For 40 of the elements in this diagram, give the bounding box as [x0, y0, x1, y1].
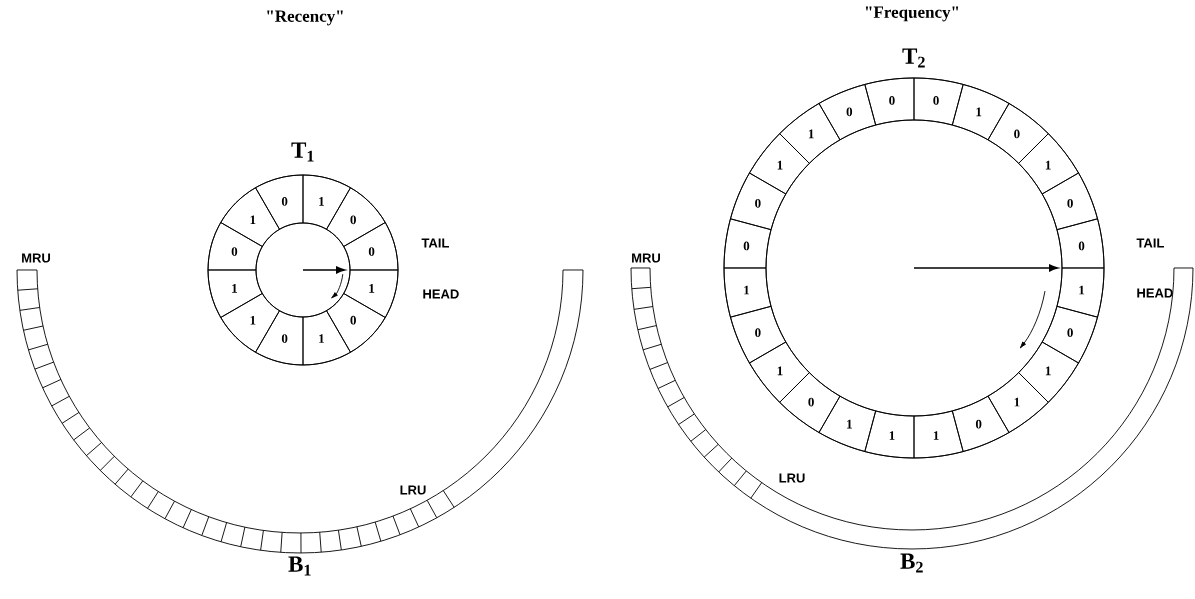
buffer-slot: 1 — [749, 133, 810, 195]
buffer-slot: 1 — [1018, 341, 1079, 403]
pointer-label: HEAD — [423, 289, 459, 299]
end-label: LRU — [779, 473, 805, 483]
pointer-label: TAIL — [421, 238, 449, 248]
buffer-slot: 1 — [220, 293, 280, 353]
pointer-label: HEAD — [1137, 288, 1173, 298]
buffer-slot: 1 — [220, 187, 280, 247]
buffer-slot: 1 — [818, 395, 877, 452]
buffer-slot: 0 — [864, 77, 915, 126]
buffer-slot: 1 — [302, 310, 351, 366]
buffer-slot: 1 — [723, 267, 772, 318]
end-label: MRU — [632, 253, 660, 263]
buffer-slot: 0 — [730, 172, 787, 231]
node-label: B$_{2}$ — [900, 553, 923, 573]
buffer-slot: 1 — [302, 174, 351, 230]
column-title: "Recency" — [267, 10, 343, 26]
end-label: MRU — [22, 253, 50, 263]
pointer-label: TAIL — [1136, 238, 1164, 248]
end-label: LRU — [400, 485, 426, 495]
node-label: T$_{1}$ — [291, 142, 314, 162]
buffer-slot: 0 — [818, 84, 877, 141]
buffer-slot: 0 — [730, 305, 787, 364]
buffer-slot: 0 — [326, 187, 386, 247]
buffer-slot: 0 — [1041, 172, 1098, 231]
buffer-slot: 0 — [913, 77, 964, 126]
node-label: T$_{2}$ — [902, 48, 925, 68]
buffer-slot: 0 — [255, 174, 304, 230]
buffer-slot: 0 — [255, 310, 304, 366]
buffer-slot: 0 — [1041, 305, 1098, 364]
buffer-slot: 1 — [864, 410, 915, 459]
buffer-slot: 1 — [951, 84, 1010, 141]
column-title: "Frequency" — [865, 6, 959, 22]
buffer-slot: 0 — [951, 395, 1010, 452]
node-label: B$_{1}$ — [288, 556, 311, 576]
buffer-slot: 0 — [723, 218, 772, 269]
buffer-slot: 0 — [1056, 218, 1105, 269]
buffer-slot: 1 — [913, 410, 964, 459]
buffer-slot: 0 — [326, 293, 386, 353]
buffer-slot: 1 — [1056, 267, 1105, 318]
